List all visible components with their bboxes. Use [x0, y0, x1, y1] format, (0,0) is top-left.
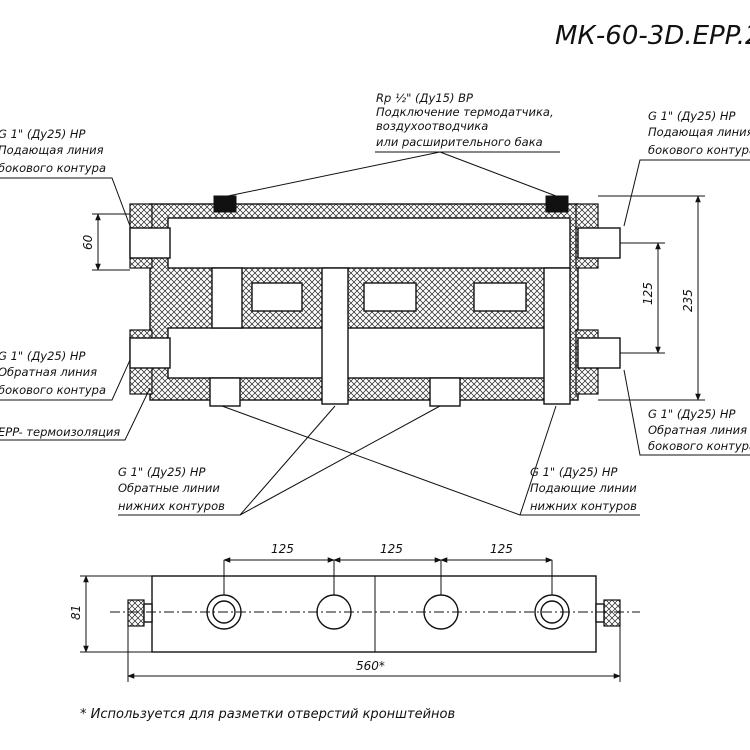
left-bottom-nozzle	[129, 337, 171, 369]
spacing-label-2: 125	[380, 542, 403, 556]
spacing-label-3: 125	[490, 542, 513, 556]
bottom-view-left-neck	[143, 603, 153, 623]
bottom-view-left-thread	[127, 599, 145, 627]
leader-insulation	[0, 387, 151, 441]
dim-235-label: 235	[681, 289, 695, 312]
drawing-title: МК-60-3D.EPP.2	[555, 21, 750, 51]
vertical-tube-left	[211, 267, 243, 329]
left-return-label-3: бокового контура	[0, 383, 106, 397]
insulation-window-3	[473, 282, 527, 312]
left-top-nozzle	[129, 227, 171, 259]
right-return-label-2: Обратная линия	[648, 423, 747, 437]
bottom-supply-label-1: G 1" (Ду25) НР	[530, 465, 618, 479]
insulation-window-1	[251, 282, 303, 312]
right-top-nozzle	[577, 227, 621, 259]
right-bottom-nozzle	[577, 337, 621, 369]
top-fitting-plug-left	[213, 195, 237, 213]
insulation-label: EPP- термоизоляция	[0, 425, 120, 439]
top-fitting-label-3: воздухоотводчика	[376, 119, 488, 133]
leader-top-right	[439, 151, 557, 197]
bottom-supply-label-2: Подающие линии	[530, 481, 637, 495]
vertical-tube-right	[543, 267, 571, 405]
left-supply-label-3: бокового контура	[0, 161, 106, 175]
bottom-view-right-neck	[595, 603, 605, 623]
top-fitting-label-4: или расширительного бака	[376, 135, 543, 149]
length-560-label: 560*	[356, 659, 385, 673]
right-return-label-1: G 1" (Ду25) НР	[648, 407, 736, 421]
bottom-nozzle-1	[209, 377, 241, 407]
dim-60-label: 60	[81, 234, 95, 250]
dim-125-vertical-label: 125	[641, 282, 655, 305]
height-81-label: 81	[69, 605, 83, 620]
spacing-label-1: 125	[271, 542, 294, 556]
top-header-pipe	[167, 217, 571, 269]
insulation-window-2	[363, 282, 417, 312]
dim-125-vertical: 125	[620, 242, 665, 354]
bottom-return-label-3: нижних контуров	[118, 499, 225, 513]
right-supply-label-3: бокового контура	[648, 143, 750, 157]
top-fitting-plug-right	[545, 195, 569, 213]
left-supply-label-2: Подающая линия	[0, 143, 104, 157]
leader-right-supply	[623, 159, 750, 227]
bottom-header-pipe	[167, 327, 571, 379]
leader-bottom-return-b	[239, 405, 441, 516]
bottom-return-label-1: G 1" (Ду25) НР	[118, 465, 206, 479]
right-supply-label-1: G 1" (Ду25) НР	[648, 109, 736, 123]
leader-bottom-supply-b	[519, 405, 557, 516]
leader-right-return	[623, 369, 750, 456]
leader-left-supply	[0, 177, 131, 227]
bottom-nozzle-2	[429, 377, 461, 407]
bottom-return-label-2: Обратные линии	[118, 481, 220, 495]
top-fitting-label-1: Rp ½" (Ду15) ВР	[376, 91, 473, 105]
leader-left-return	[0, 359, 131, 401]
vertical-tube-middle	[321, 267, 349, 405]
section-view: 60 125 235	[0, 151, 750, 516]
left-supply-label-1: G 1" (Ду25) НР	[0, 127, 86, 141]
footnote: * Используется для разметки отверстий кр…	[80, 707, 455, 722]
left-return-label-2: Обратная линия	[0, 365, 97, 379]
bottom-view: 125 125 125 81 560*	[69, 542, 640, 682]
right-return-label-3: бокового контура	[648, 439, 750, 453]
bottom-view-right-thread	[603, 599, 621, 627]
dim-235: 235	[598, 195, 705, 401]
bottom-supply-label-3: нижних контуров	[530, 499, 637, 513]
left-return-label-1: G 1" (Ду25) НР	[0, 349, 86, 363]
top-fitting-label-2: Подключение термодатчика,	[376, 105, 554, 119]
section-labels: Rp ½" (Ду15) ВР Подключение термодатчика…	[0, 91, 750, 513]
right-supply-label-2: Подающая линия	[648, 125, 750, 139]
leader-top-left	[227, 151, 441, 197]
dim-60: 60	[81, 213, 130, 271]
